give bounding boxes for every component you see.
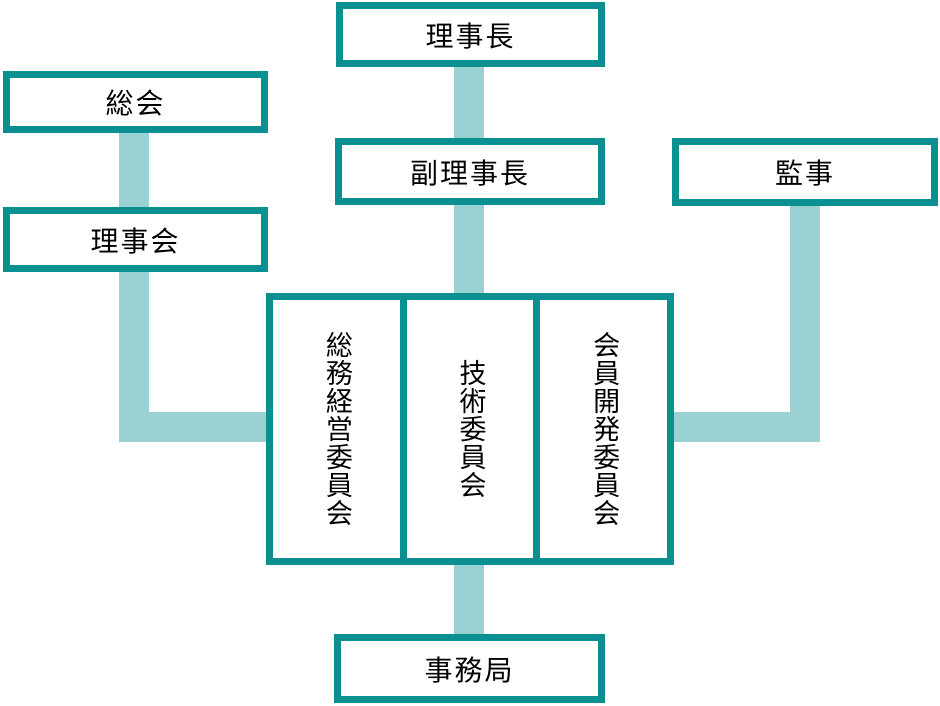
node-chairman: 理事長: [336, 2, 605, 67]
connector-auditor-to-committees-vertical: [790, 200, 820, 442]
committee-block: 総務経営委員会 技術委員会 会員開発委員会: [266, 293, 674, 565]
node-secretariat-label: 事務局: [424, 654, 515, 686]
node-vice-chairman: 副理事長: [335, 138, 605, 205]
node-auditor-label: 監事: [774, 158, 835, 189]
node-general-meeting: 総会: [3, 71, 268, 133]
node-board-of-directors-label: 理事会: [90, 225, 181, 257]
node-secretariat: 事務局: [334, 634, 605, 703]
node-vice-chairman-label: 副理事長: [409, 157, 530, 189]
node-chairman-label: 理事長: [425, 20, 516, 52]
node-member-development-committee-label: 会員開発委員会: [589, 331, 620, 527]
node-auditor: 監事: [672, 138, 938, 206]
node-general-affairs-management-committee-label: 総務経営委員会: [321, 331, 352, 527]
node-technical-committee-label: 技術委員会: [455, 359, 486, 499]
connector-chairman-to-vice-chairman: [454, 60, 484, 145]
node-technical-committee: 技術委員会: [399, 300, 534, 558]
node-member-development-committee: 会員開発委員会: [533, 300, 668, 558]
node-general-affairs-management-committee: 総務経営委員会: [273, 300, 400, 558]
connector-board-to-committees-horizontal: [119, 412, 270, 442]
connector-vice-chairman-to-committees: [454, 200, 484, 300]
node-board-of-directors: 理事会: [3, 207, 268, 272]
connector-auditor-to-committees-horizontal: [670, 412, 820, 442]
connector-general-meeting-to-board: [119, 128, 149, 213]
connector-committees-to-secretariat: [454, 558, 484, 640]
node-general-meeting-label: 総会: [105, 88, 166, 119]
